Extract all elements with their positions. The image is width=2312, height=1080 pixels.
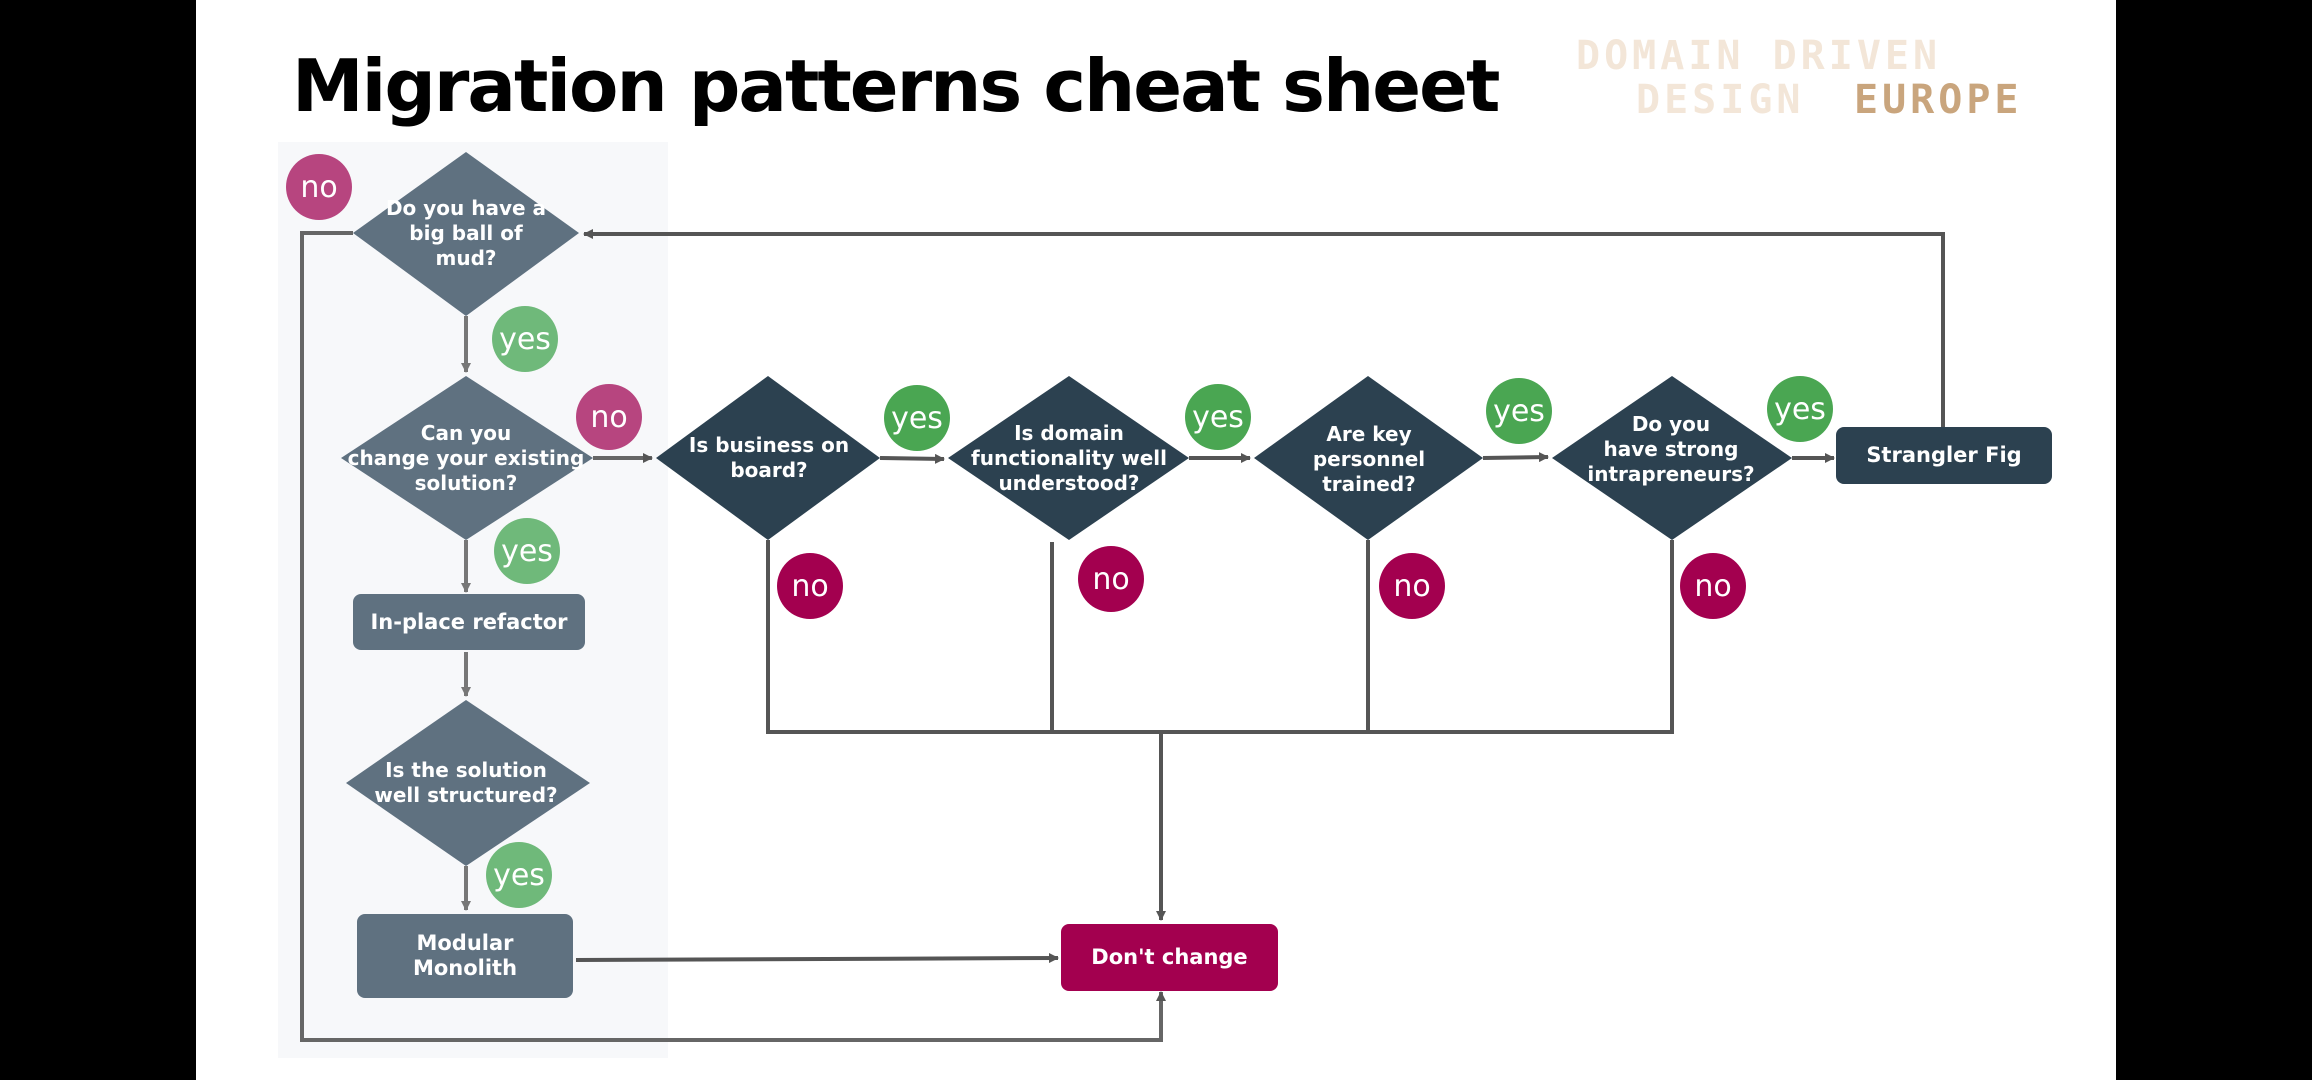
diamond-big-ball	[353, 152, 579, 316]
yes-badge-big-ball: yes	[492, 306, 558, 372]
logo-line2-europe: EUROPE	[1854, 77, 2023, 123]
question-big-ball-of-mud: Do you have a big ball of mud?	[385, 195, 547, 270]
logo-line2-design: DESIGN	[1636, 77, 1805, 123]
node-dont-change: Don't change	[1061, 924, 1278, 991]
diamond-personnel-trained	[1254, 376, 1483, 540]
diamond-domain-understood	[948, 376, 1189, 540]
ddd-europe-logo: DOMAIN DRIVEN DESIGN EUROPE	[1576, 28, 2056, 128]
flowchart-connectors	[300, 152, 1945, 1042]
no-badge-business-on-board: no	[777, 553, 843, 619]
question-domain-understood: Is domain functionality well understood?	[971, 420, 1167, 495]
yes-badge-intrapreneurs: yes	[1767, 376, 1833, 442]
yes-badge-business-on-board: yes	[884, 385, 950, 451]
yes-badge-well-structured: yes	[486, 842, 552, 908]
no-badge-change-existing: no	[576, 384, 642, 450]
question-change-existing-solution: Can you change your existing solution?	[347, 420, 585, 495]
diamond-business-on-board	[656, 376, 880, 540]
question-well-structured: Is the solution well structured?	[374, 758, 558, 807]
question-business-on-board: Is business on board?	[688, 433, 850, 482]
diamond-intrapreneurs	[1552, 376, 1792, 540]
yes-badge-domain-understood: yes	[1185, 384, 1251, 450]
node-modular-monolith: Modular Monolith	[357, 914, 573, 998]
node-in-place-refactor: In-place refactor	[353, 594, 585, 650]
yes-badge-personnel-trained: yes	[1486, 378, 1552, 444]
slide: Migration patterns cheat sheet DOMAIN DR…	[196, 0, 2116, 1080]
diamond-well-structured	[346, 700, 590, 866]
no-badge-domain-understood: no	[1078, 546, 1144, 612]
diamond-change-existing	[341, 376, 593, 540]
question-strong-intrapreneurs: Do you have strong intrapreneurs?	[1587, 411, 1755, 486]
yes-badge-change-existing: yes	[494, 518, 560, 584]
page-title: Migration patterns cheat sheet	[292, 44, 1500, 128]
no-badge-intrapreneurs: no	[1680, 553, 1746, 619]
node-strangler-fig: Strangler Fig	[1836, 427, 2052, 484]
no-badge-big-ball: no	[286, 154, 352, 220]
logo-line1: DOMAIN DRIVEN	[1576, 33, 1942, 79]
question-personnel-trained: Are key personnel trained?	[1312, 421, 1426, 496]
no-badge-personnel-trained: no	[1379, 553, 1445, 619]
